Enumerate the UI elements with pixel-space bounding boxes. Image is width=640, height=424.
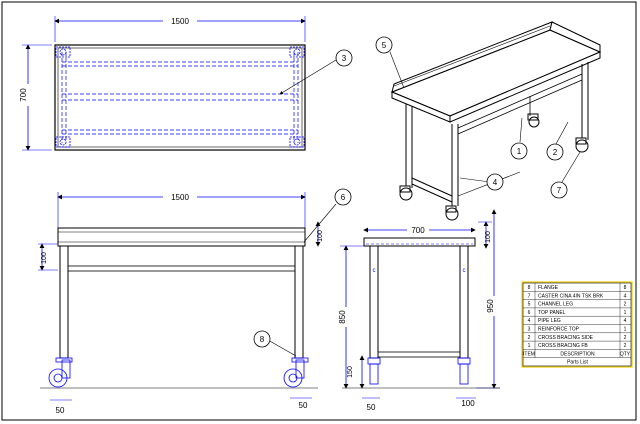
parts-list-title: Parts List (567, 360, 588, 366)
front-view: 1500 100 100 50 50 (38, 188, 352, 415)
parts-item-qty: 2 (624, 343, 627, 349)
parts-item-number: 1 (528, 343, 531, 349)
parts-item-description: CROSS BRACING SIDE (538, 335, 594, 341)
front-rail-dim: 100 (41, 252, 48, 264)
parts-item-qty: 2 (624, 335, 627, 341)
parts-item-description: CASTER CINA 4IN TSK BRK (538, 293, 604, 299)
balloon-5: 5 (382, 41, 387, 50)
side-view: 700 100 c c 850 150 950 (338, 209, 500, 412)
side-width-dim: 700 (411, 226, 425, 235)
svg-text:c: c (373, 268, 376, 274)
balloon-3: 3 (342, 54, 347, 63)
side-rail-dim: 100 (485, 231, 492, 243)
parts-item-number: 2 (528, 335, 531, 341)
parts-item-description: CROSS BRACING FB (538, 343, 588, 349)
parts-item-description: CHANNEL LEG (538, 302, 573, 308)
parts-item-qty: 4 (624, 293, 627, 299)
front-rail-dim-right: 100 (317, 230, 324, 242)
iso-balloons: 5 1 2 4 7 (375, 36, 581, 199)
balloon-8: 8 (260, 335, 265, 344)
svg-text:c: c (463, 268, 466, 274)
parts-item-qty: 1 (624, 327, 627, 333)
parts-item-qty: 8 (624, 285, 627, 291)
parts-header-item: ITEM (523, 351, 535, 357)
parts-item-number: 4 (528, 318, 531, 324)
parts-item-number: 3 (528, 327, 531, 333)
front-leg-right-dim: 50 (299, 401, 308, 410)
parts-item-qty: 2 (624, 302, 627, 308)
balloon-7: 7 (557, 186, 562, 195)
balloon-4: 4 (493, 178, 498, 187)
parts-item-description: TOP PANEL (538, 310, 566, 316)
balloon-1: 1 (517, 147, 522, 156)
parts-item-number: 6 (528, 310, 531, 316)
parts-header-description: DESCRIPTION (560, 351, 595, 357)
side-height-inner-dim: 850 (338, 310, 347, 324)
side-height-total-dim: 950 (486, 299, 495, 313)
isometric-view (390, 21, 602, 221)
parts-item-qty: 1 (624, 310, 627, 316)
parts-item-description: PIPE LEG (538, 318, 561, 324)
parts-item-qty: 4 (624, 318, 627, 324)
side-brace-dim: 150 (347, 366, 354, 378)
parts-item-description: REINFORCE TOP (538, 327, 580, 333)
top-depth-dim: 700 (19, 88, 28, 102)
parts-header-qty: QTY (620, 351, 631, 357)
parts-list-table: 8 FLANGE 8 7 CASTER CINA 4IN TSK BRK 4 5 CHANNE… (521, 281, 633, 368)
top-view: 1500 700 3 (19, 15, 353, 151)
balloon-6: 6 (341, 193, 346, 202)
side-leg-left-dim: 50 (367, 403, 376, 412)
front-width-dim: 1500 (171, 193, 189, 202)
parts-item-number: 7 (528, 293, 531, 299)
parts-item-number: 8 (528, 285, 531, 291)
top-width-dim: 1500 (171, 17, 189, 26)
parts-item-description: FLANGE (538, 285, 559, 291)
balloon-2: 2 (553, 148, 558, 157)
parts-item-number: 5 (528, 302, 531, 308)
front-leg-left-dim: 50 (56, 406, 65, 415)
side-leg-right-dim: 100 (461, 399, 475, 408)
